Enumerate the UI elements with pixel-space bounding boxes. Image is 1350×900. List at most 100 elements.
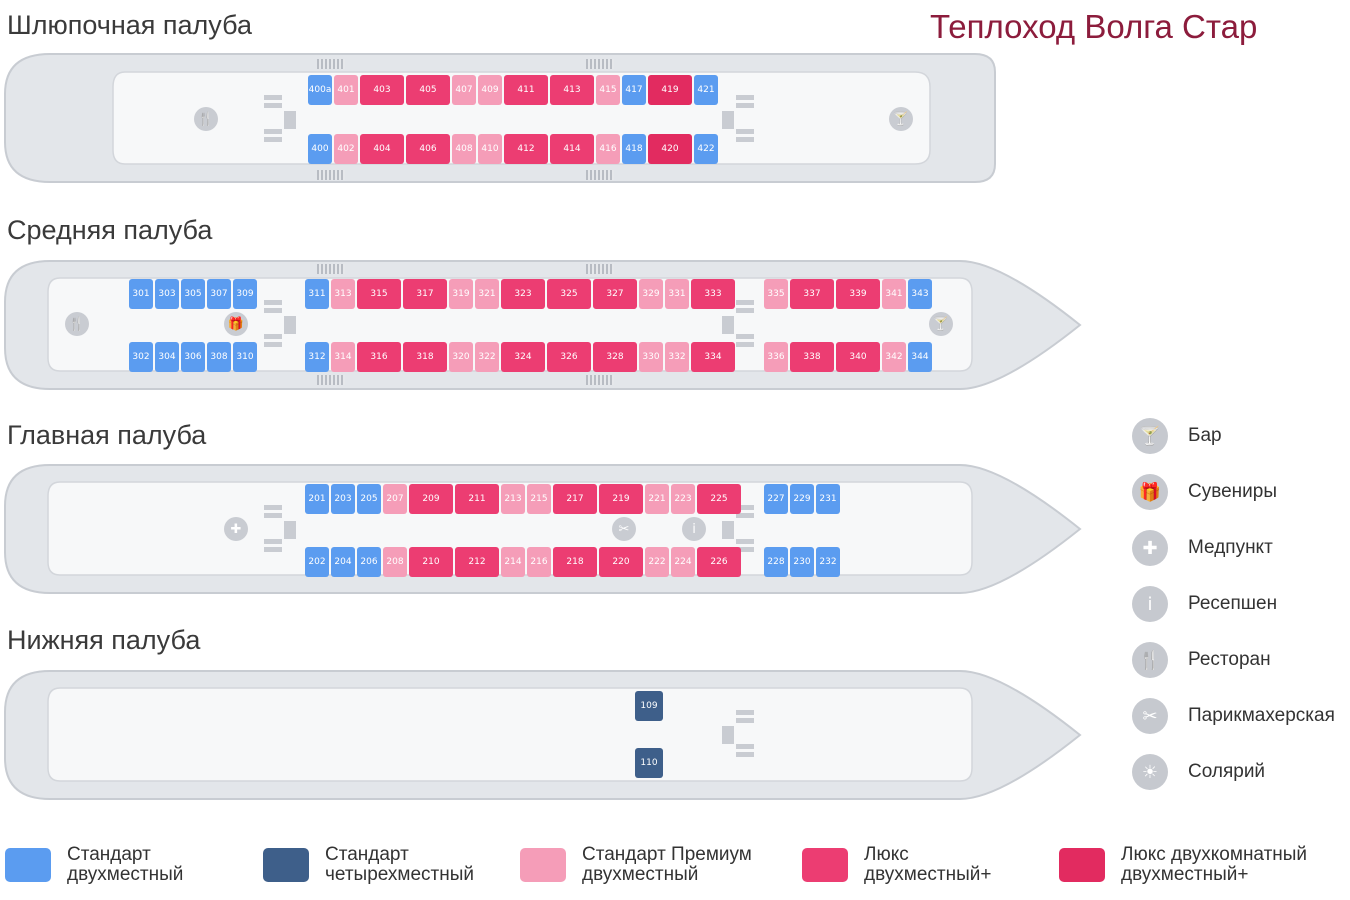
cabin-344[interactable]: 344 xyxy=(908,342,932,372)
cabin-338[interactable]: 338 xyxy=(790,342,834,372)
cabin-310[interactable]: 310 xyxy=(233,342,257,372)
cabin-411[interactable]: 411 xyxy=(504,75,548,105)
cabin-308[interactable]: 308 xyxy=(207,342,231,372)
cabin-230[interactable]: 230 xyxy=(790,547,814,577)
cabin-416[interactable]: 416 xyxy=(596,134,620,164)
cabin-231[interactable]: 231 xyxy=(816,484,840,514)
cabin-319[interactable]: 319 xyxy=(449,279,473,309)
cabin-220[interactable]: 220 xyxy=(599,547,643,577)
cabin-410[interactable]: 410 xyxy=(478,134,502,164)
cabin-421[interactable]: 421 xyxy=(694,75,718,105)
cabin-303[interactable]: 303 xyxy=(155,279,179,309)
cabin-202[interactable]: 202 xyxy=(305,547,329,577)
cabin-400[interactable]: 400 xyxy=(308,134,332,164)
cabin-224[interactable]: 224 xyxy=(671,547,695,577)
cabin-333[interactable]: 333 xyxy=(691,279,735,309)
cabin-227[interactable]: 227 xyxy=(764,484,788,514)
cabin-219[interactable]: 219 xyxy=(599,484,643,514)
cabin-329[interactable]: 329 xyxy=(639,279,663,309)
cabin-407[interactable]: 407 xyxy=(452,75,476,105)
cabin-218[interactable]: 218 xyxy=(553,547,597,577)
cabin-222[interactable]: 222 xyxy=(645,547,669,577)
cabin-223[interactable]: 223 xyxy=(671,484,695,514)
cabin-418[interactable]: 418 xyxy=(622,134,646,164)
cabin-226[interactable]: 226 xyxy=(697,547,741,577)
cabin-216[interactable]: 216 xyxy=(527,547,551,577)
cabin-212[interactable]: 212 xyxy=(455,547,499,577)
cabin-325[interactable]: 325 xyxy=(547,279,591,309)
cabin-229[interactable]: 229 xyxy=(790,484,814,514)
cabin-404[interactable]: 404 xyxy=(360,134,404,164)
cabin-318[interactable]: 318 xyxy=(403,342,447,372)
cabin-419[interactable]: 419 xyxy=(648,75,692,105)
cabin-402[interactable]: 402 xyxy=(334,134,358,164)
cabin-324[interactable]: 324 xyxy=(501,342,545,372)
cabin-204[interactable]: 204 xyxy=(331,547,355,577)
cabin-205[interactable]: 205 xyxy=(357,484,381,514)
cabin-415[interactable]: 415 xyxy=(596,75,620,105)
cabin-315[interactable]: 315 xyxy=(357,279,401,309)
cabin-337[interactable]: 337 xyxy=(790,279,834,309)
cabin-412[interactable]: 412 xyxy=(504,134,548,164)
cabin-340[interactable]: 340 xyxy=(836,342,880,372)
cabin-307[interactable]: 307 xyxy=(207,279,231,309)
cabin-413[interactable]: 413 xyxy=(550,75,594,105)
cabin-320[interactable]: 320 xyxy=(449,342,473,372)
cabin-317[interactable]: 317 xyxy=(403,279,447,309)
cabin-215[interactable]: 215 xyxy=(527,484,551,514)
cabin-422[interactable]: 422 xyxy=(694,134,718,164)
cabin-211[interactable]: 211 xyxy=(455,484,499,514)
cabin-403[interactable]: 403 xyxy=(360,75,404,105)
cabin-228[interactable]: 228 xyxy=(764,547,788,577)
cabin-327[interactable]: 327 xyxy=(593,279,637,309)
cabin-314[interactable]: 314 xyxy=(331,342,355,372)
cabin-323[interactable]: 323 xyxy=(501,279,545,309)
cabin-109[interactable]: 109 xyxy=(635,691,663,721)
cabin-217[interactable]: 217 xyxy=(553,484,597,514)
cabin-400а[interactable]: 400а xyxy=(308,75,332,105)
cabin-343[interactable]: 343 xyxy=(908,279,932,309)
cabin-405[interactable]: 405 xyxy=(406,75,450,105)
cabin-334[interactable]: 334 xyxy=(691,342,735,372)
cabin-326[interactable]: 326 xyxy=(547,342,591,372)
cabin-206[interactable]: 206 xyxy=(357,547,381,577)
cabin-214[interactable]: 214 xyxy=(501,547,525,577)
cabin-305[interactable]: 305 xyxy=(181,279,205,309)
cabin-408[interactable]: 408 xyxy=(452,134,476,164)
cabin-331[interactable]: 331 xyxy=(665,279,689,309)
cabin-232[interactable]: 232 xyxy=(816,547,840,577)
cabin-301[interactable]: 301 xyxy=(129,279,153,309)
cabin-302[interactable]: 302 xyxy=(129,342,153,372)
cabin-312[interactable]: 312 xyxy=(305,342,329,372)
cabin-110[interactable]: 110 xyxy=(635,748,663,778)
cabin-209[interactable]: 209 xyxy=(409,484,453,514)
cabin-306[interactable]: 306 xyxy=(181,342,205,372)
cabin-316[interactable]: 316 xyxy=(357,342,401,372)
cabin-330[interactable]: 330 xyxy=(639,342,663,372)
cabin-210[interactable]: 210 xyxy=(409,547,453,577)
cabin-207[interactable]: 207 xyxy=(383,484,407,514)
cabin-335[interactable]: 335 xyxy=(764,279,788,309)
cabin-203[interactable]: 203 xyxy=(331,484,355,514)
cabin-321[interactable]: 321 xyxy=(475,279,499,309)
cabin-201[interactable]: 201 xyxy=(305,484,329,514)
cabin-304[interactable]: 304 xyxy=(155,342,179,372)
cabin-414[interactable]: 414 xyxy=(550,134,594,164)
cabin-309[interactable]: 309 xyxy=(233,279,257,309)
cabin-339[interactable]: 339 xyxy=(836,279,880,309)
cabin-328[interactable]: 328 xyxy=(593,342,637,372)
cabin-342[interactable]: 342 xyxy=(882,342,906,372)
cabin-213[interactable]: 213 xyxy=(501,484,525,514)
cabin-313[interactable]: 313 xyxy=(331,279,355,309)
cabin-221[interactable]: 221 xyxy=(645,484,669,514)
cabin-406[interactable]: 406 xyxy=(406,134,450,164)
cabin-225[interactable]: 225 xyxy=(697,484,741,514)
cabin-208[interactable]: 208 xyxy=(383,547,407,577)
cabin-409[interactable]: 409 xyxy=(478,75,502,105)
cabin-311[interactable]: 311 xyxy=(305,279,329,309)
cabin-417[interactable]: 417 xyxy=(622,75,646,105)
cabin-420[interactable]: 420 xyxy=(648,134,692,164)
cabin-332[interactable]: 332 xyxy=(665,342,689,372)
cabin-341[interactable]: 341 xyxy=(882,279,906,309)
cabin-401[interactable]: 401 xyxy=(334,75,358,105)
